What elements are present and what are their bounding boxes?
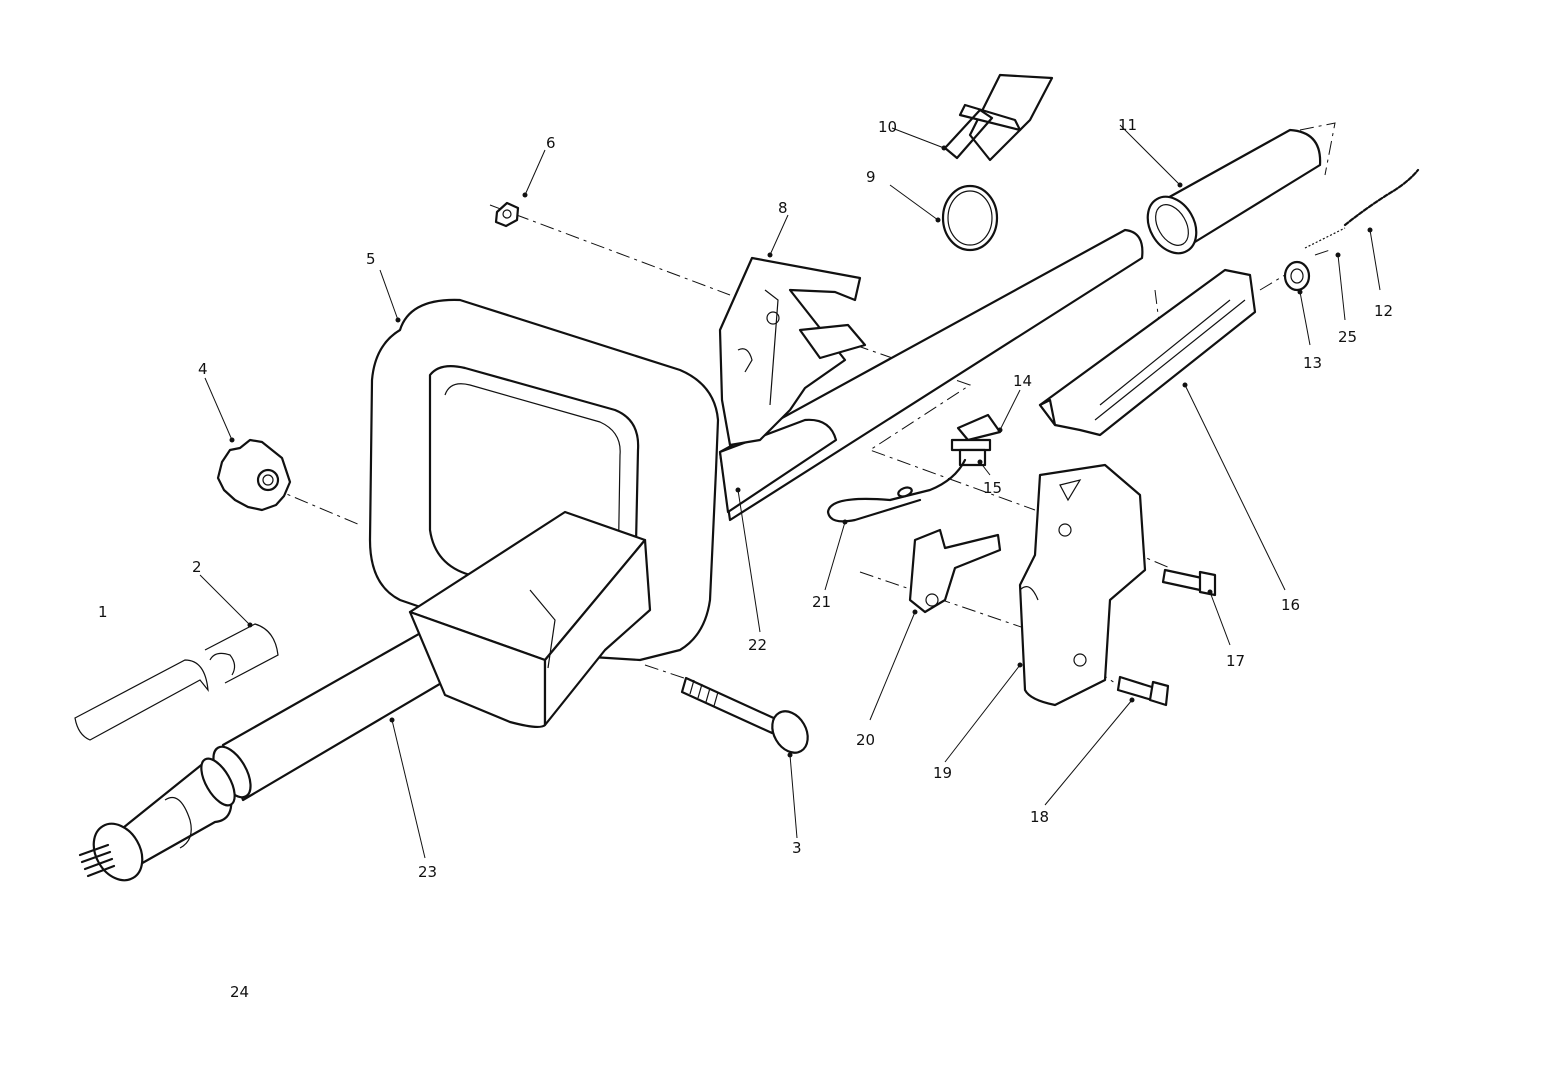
callout-16: 16: [1281, 596, 1300, 614]
screw-upper: [1161, 568, 1217, 597]
throttle-cable: [1304, 168, 1420, 249]
callout-9: 9: [866, 168, 876, 186]
callout-4: 4: [198, 360, 208, 378]
callout-11: 11: [1118, 116, 1137, 134]
throttle-trigger: [908, 528, 1002, 614]
grip-tube: [1146, 128, 1322, 255]
throttle-housing: [1038, 268, 1257, 437]
callout-24: 24: [230, 983, 249, 1001]
ground-wire: [826, 458, 967, 523]
callout-25: 25: [1338, 328, 1357, 346]
bushing: [1283, 260, 1311, 292]
callout-8: 8: [778, 199, 788, 217]
callout-19: 19: [933, 764, 952, 782]
callout-15: 15: [983, 479, 1002, 497]
callout-21: 21: [812, 593, 831, 611]
callout-6: 6: [546, 134, 556, 152]
hex-nut: [494, 201, 520, 228]
callout-17: 17: [1226, 652, 1245, 670]
callout-20: 20: [856, 731, 875, 749]
shaft-sleeve: [74, 623, 279, 741]
callout-12: 12: [1374, 302, 1393, 320]
callout-2: 2: [192, 558, 202, 576]
stop-switch: [950, 413, 1002, 467]
carriage-bolt: [680, 676, 809, 754]
callout-labels: 1 2 3 4 5 6 8 9 10 11 12 13 14 15 16 17 …: [98, 116, 1393, 1001]
callout-5: 5: [366, 250, 376, 268]
strap-hook: [943, 73, 1054, 162]
leader-lines: [199, 124, 1381, 859]
handle-clamp-block: [408, 510, 652, 729]
callout-13: 13: [1303, 354, 1322, 372]
knob: [216, 438, 292, 512]
side-plate: [1018, 463, 1147, 707]
callout-18: 18: [1030, 808, 1049, 826]
callout-3: 3: [792, 839, 802, 857]
screw-lower: [1116, 675, 1170, 707]
leader-dots: [229, 145, 1373, 758]
callout-10: 10: [878, 118, 897, 136]
callout-23: 23: [418, 863, 437, 881]
lower-shaft-tube: [78, 619, 477, 882]
callout-14: 14: [1013, 372, 1032, 390]
handle-bracket: [718, 256, 867, 447]
callout-1: 1: [98, 603, 108, 621]
callout-22: 22: [748, 636, 767, 654]
retaining-ring: [941, 184, 999, 252]
